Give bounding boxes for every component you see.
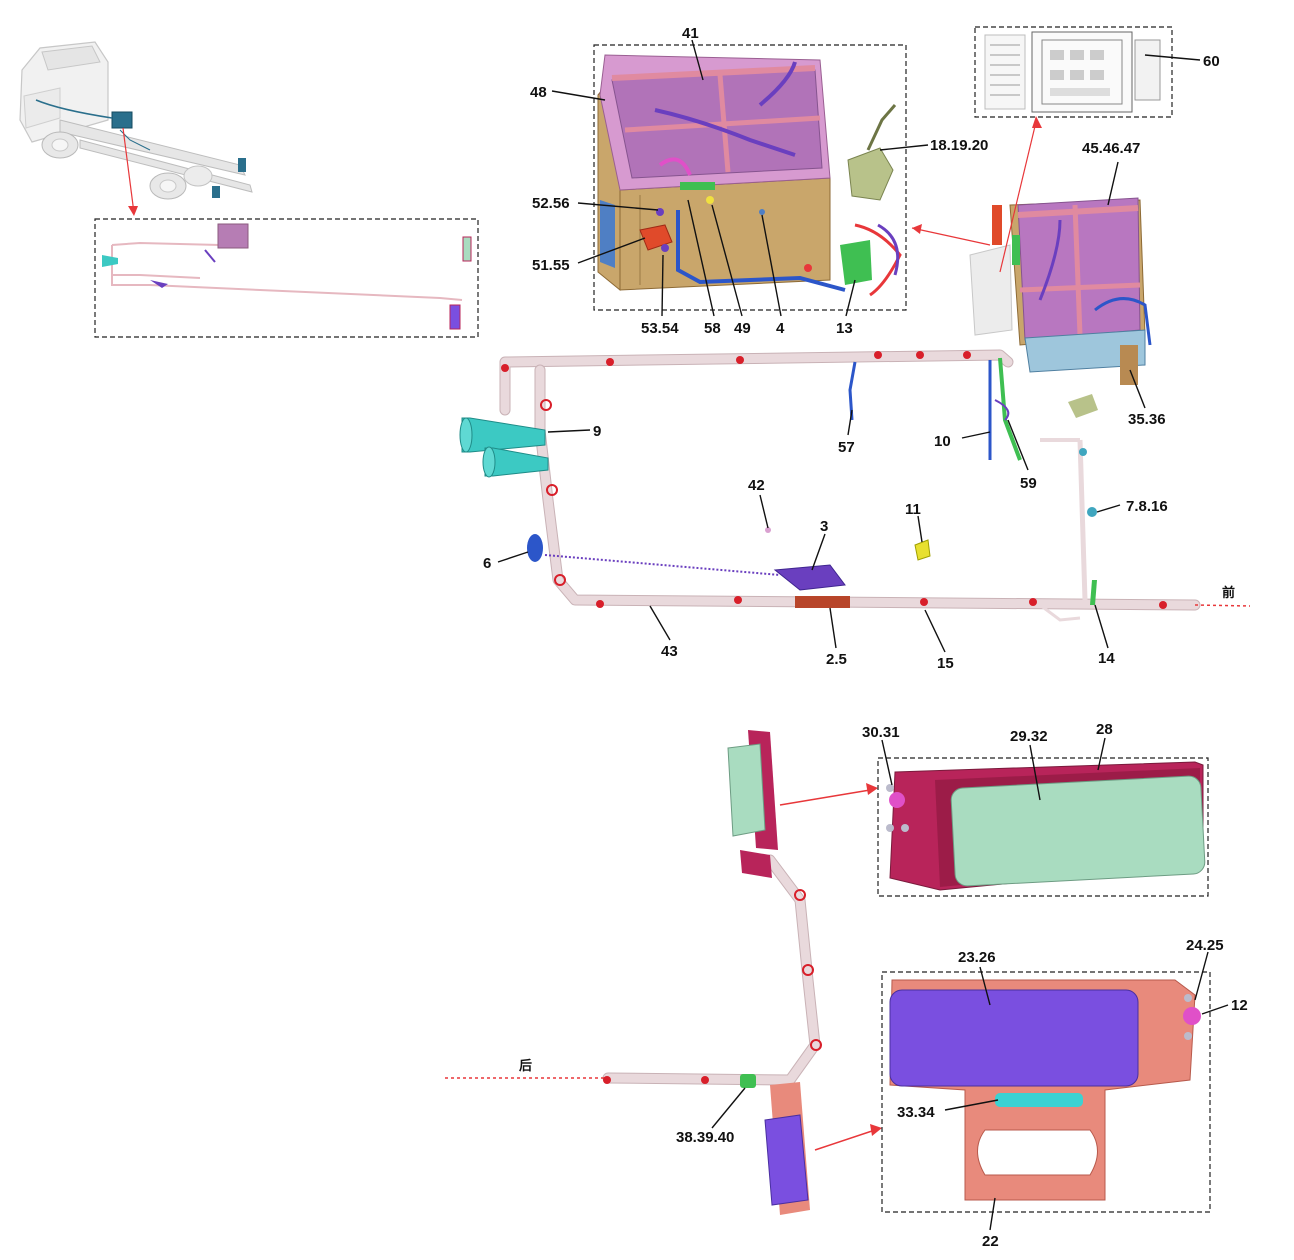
rear-lamp-detail-upper <box>877 757 1209 897</box>
callout-59: 59 <box>1020 475 1037 492</box>
rear-harness <box>445 854 822 1088</box>
detail-arrow-battery <box>911 227 991 246</box>
callout-48: 48 <box>530 84 547 101</box>
callout-41: 41 <box>682 25 699 42</box>
callout-43: 43 <box>661 643 678 660</box>
callout-14: 14 <box>1098 650 1115 667</box>
link-rod <box>544 554 781 576</box>
rear-lamp-detail-lower <box>881 971 1211 1213</box>
battery-box-detail <box>593 44 907 311</box>
callout-60: 60 <box>1203 53 1220 70</box>
callout-13: 13 <box>836 320 853 337</box>
callout-24-25: 24.25 <box>1186 937 1224 954</box>
callout-45-46-47: 45.46.47 <box>1082 140 1140 157</box>
callout-11: 11 <box>905 501 921 518</box>
part-6 <box>527 534 543 562</box>
direction-front: 前 <box>1222 585 1235 601</box>
overview-detail-box <box>94 218 479 338</box>
rear-lamp-lower-small <box>764 1082 810 1215</box>
air-horns <box>459 417 549 478</box>
part-7-8-16-a <box>1079 448 1087 456</box>
callout-10: 10 <box>934 433 951 450</box>
part-42 <box>765 527 771 533</box>
callout-58: 58 <box>704 320 721 337</box>
part-14 <box>1090 580 1097 605</box>
callout-51-55: 51.55 <box>532 257 570 274</box>
callout-28: 28 <box>1096 721 1113 738</box>
battery-box-right <box>969 197 1152 418</box>
part-7-8-16-b <box>1087 507 1097 517</box>
callout-18-19-20: 18.19.20 <box>930 137 988 154</box>
callout-49: 49 <box>734 320 751 337</box>
callout-4: 4 <box>776 320 785 337</box>
callout-6: 6 <box>483 555 491 572</box>
callout-2-5: 2.5 <box>826 651 847 668</box>
callout-33-34: 33.34 <box>897 1104 935 1121</box>
truck-overview <box>19 41 253 216</box>
direction-rear: 后 <box>519 1058 532 1074</box>
leader-lines <box>497 39 1229 1231</box>
callout-42: 42 <box>748 477 765 494</box>
callout-30-31: 30.31 <box>862 724 900 741</box>
rear-lamp-upper-small <box>727 730 778 878</box>
callout-53-54: 53.54 <box>641 320 679 337</box>
callout-23-26: 23.26 <box>958 949 996 966</box>
fuse-box-60 <box>974 26 1173 273</box>
callout-9: 9 <box>593 423 601 440</box>
main-harness <box>499 349 1251 622</box>
callout-29-32: 29.32 <box>1010 728 1048 745</box>
part-3 <box>773 564 850 608</box>
callout-57: 57 <box>838 439 855 456</box>
callout-52-56: 52.56 <box>532 195 570 212</box>
callout-7-8-16: 7.8.16 <box>1126 498 1168 515</box>
callout-38-39-40: 38.39.40 <box>676 1129 734 1146</box>
callout-35-36: 35.36 <box>1128 411 1166 428</box>
callout-22: 22 <box>982 1233 999 1250</box>
callout-12: 12 <box>1231 997 1248 1014</box>
part-11 <box>914 539 931 561</box>
callout-3: 3 <box>820 518 828 535</box>
callout-15: 15 <box>937 655 954 672</box>
